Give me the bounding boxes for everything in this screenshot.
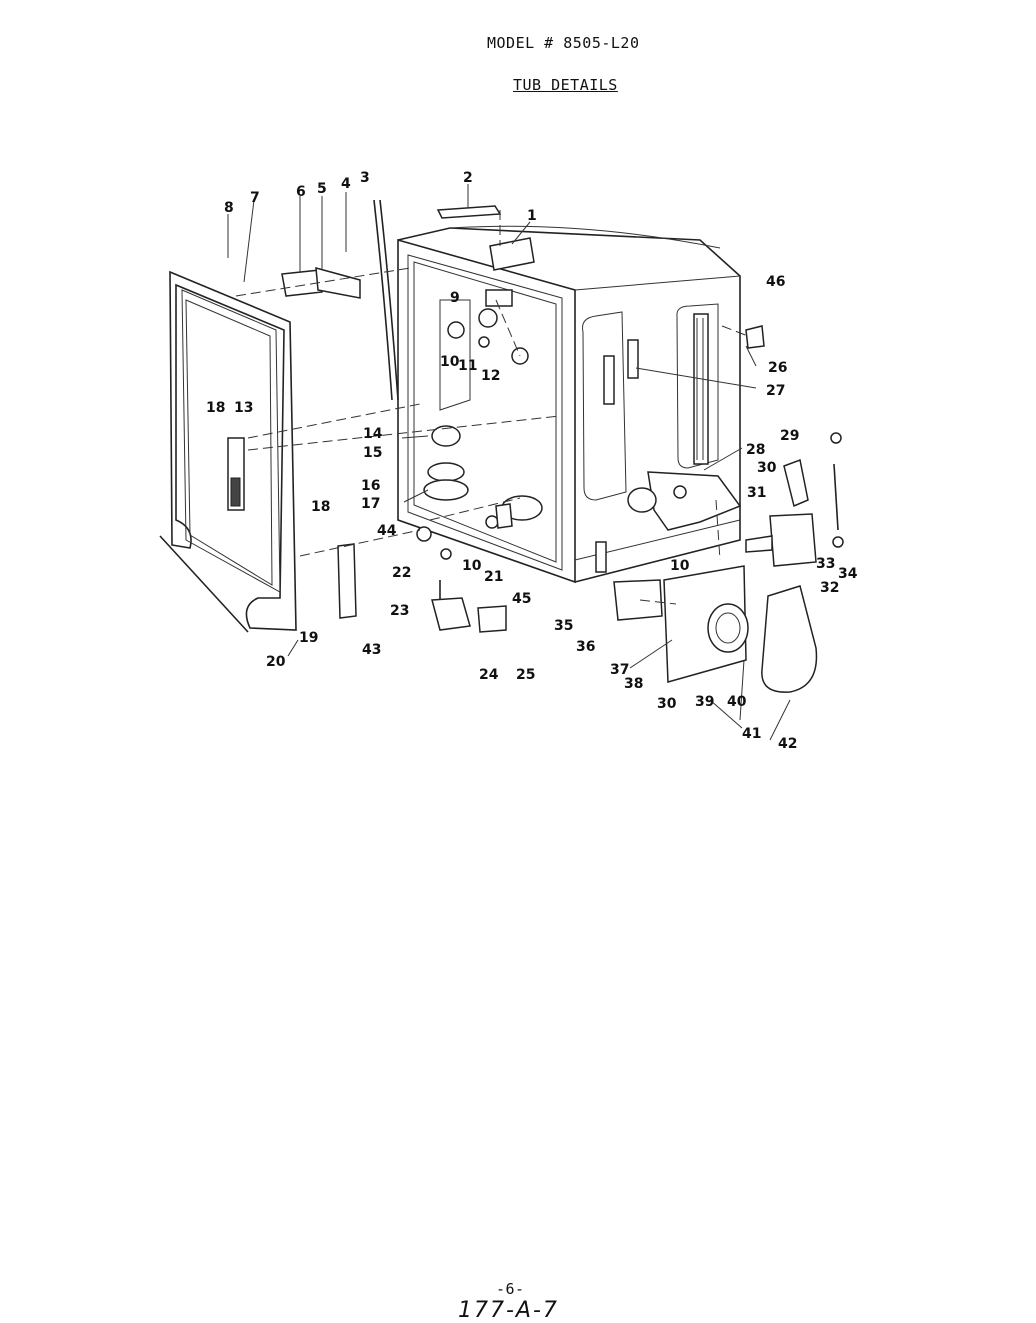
tub-frame [281,199,741,584]
alignment-lines [235,210,749,605]
callout-label: 13 [234,400,253,416]
callout-label: 40 [727,694,747,710]
callout-label: 42 [778,736,797,752]
callout-label: 7 [250,190,260,206]
callout-label: 16 [361,478,380,494]
callout-label: 15 [363,445,382,461]
callout-label: 30 [657,696,677,712]
callout-label: 8 [224,200,234,216]
callout-label: 35 [554,618,573,634]
callout-label: 24 [479,667,499,683]
callout-label: 19 [299,630,318,646]
callout-labels: 1 2 3 4 5 6 7 8 9 10 11 12 13 14 15 16 1… [206,170,858,752]
callout-label: 31 [747,485,766,501]
callout-label: 5 [317,181,327,197]
callout-label: 9 [450,290,460,306]
callout-label: 4 [341,176,351,192]
model-number: MODEL # 8505-L20 [487,34,640,52]
callout-label: 46 [766,274,785,290]
callout-label: 1 [527,208,537,224]
callout-label: 3 [360,170,370,186]
callout-label: 39 [695,694,714,710]
callout-label: 17 [361,496,380,512]
callout-label: 10 [670,558,690,574]
callout-label: 37 [610,662,629,678]
callout-label: 30 [757,460,777,476]
callout-label: 34 [838,566,858,582]
callout-label: 32 [820,580,839,596]
right-hardware [337,325,844,693]
callout-label: 36 [576,639,595,655]
callout-label: 27 [766,383,785,399]
callout-label: 28 [746,442,765,458]
callout-label: 45 [512,591,531,607]
callout-label: 18 [311,499,330,515]
callout-label: 6 [296,184,306,200]
callout-label: 38 [624,676,643,692]
callout-label: 25 [516,667,535,683]
diagram-title: TUB DETAILS [513,76,618,94]
callout-label: 20 [266,654,286,670]
leader-lines [227,184,791,741]
callout-label: 18 [206,400,225,416]
callout-label: 23 [390,603,409,619]
page-number: -6- [496,1280,525,1298]
callout-label: 21 [484,569,503,585]
door-panel [159,270,297,633]
callout-label: 26 [768,360,787,376]
callout-label: 2 [463,170,473,186]
callout-label: 10 [440,354,460,370]
callout-label: 41 [742,726,761,742]
callout-label: 14 [363,426,383,442]
callout-label: 11 [458,358,477,374]
callout-label: 44 [377,523,397,539]
callout-label: 43 [362,642,381,658]
callout-label: 10 [462,558,482,574]
callout-label: 22 [392,565,411,581]
callout-label: 12 [481,368,500,384]
callout-label: 33 [816,556,835,572]
callout-label: 29 [780,428,799,444]
document-number: 177-A-7 [458,1298,559,1323]
